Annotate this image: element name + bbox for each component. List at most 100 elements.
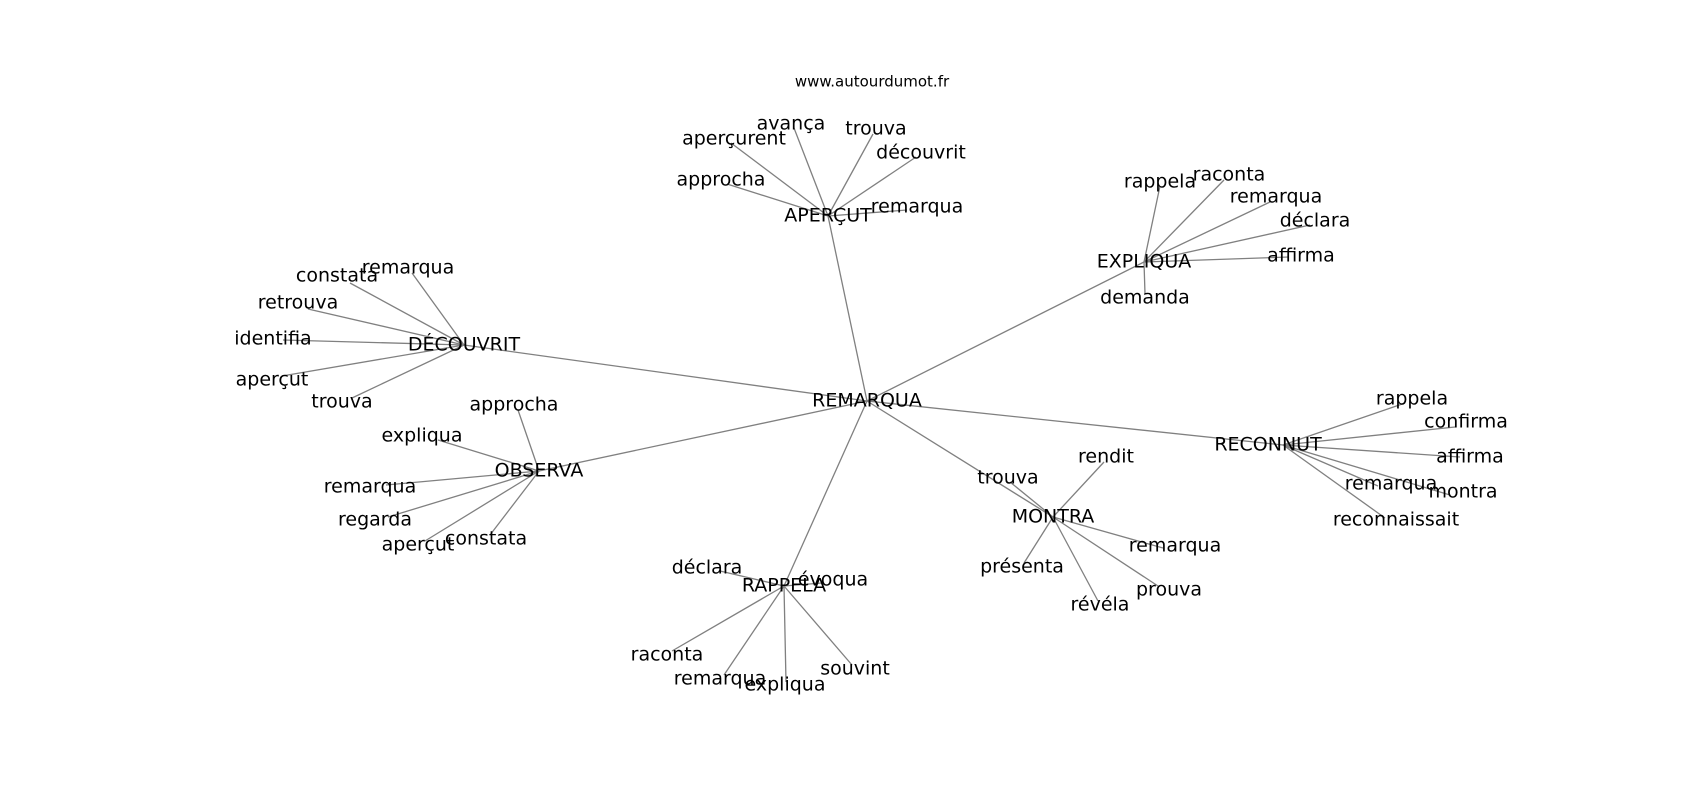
leaf-node: approcha — [470, 394, 559, 416]
leaf-node: constata — [445, 528, 527, 550]
leaf-node: reconnaissait — [1333, 509, 1459, 531]
hub-node-montra: MONTRA — [1012, 506, 1095, 528]
edge-rappela-leaf — [671, 585, 785, 652]
leaf-node: expliqua — [382, 425, 463, 447]
leaf-node: identifia — [234, 328, 311, 350]
edge-decouvrit-leaf — [351, 344, 465, 399]
leaf-node: évoqua — [798, 569, 868, 591]
leaf-node: confirma — [1424, 411, 1508, 433]
edge-apercut-leaf — [827, 156, 917, 217]
edge-center-decouvrit — [463, 344, 868, 402]
edge-observa-leaf — [517, 409, 540, 472]
leaf-node: affirma — [1267, 245, 1335, 267]
edge-decouvrit-leaf — [282, 339, 465, 346]
leaf-node: prouva — [1136, 579, 1202, 601]
edge-observa-leaf — [387, 470, 540, 518]
edge-rappela-leaf — [723, 585, 785, 676]
leaf-node: constata — [296, 265, 378, 287]
source-label: www.autourdumot.fr — [795, 73, 950, 91]
edge-rappela-leaf — [783, 585, 853, 666]
edge-montra-leaf — [1052, 516, 1099, 602]
edge-apercut-leaf — [726, 183, 829, 217]
hub-node-rappela: RAPPELA — [742, 575, 826, 597]
edge-reconnut-leaf — [1282, 444, 1461, 458]
leaf-node: aperçurent — [682, 128, 786, 150]
leaf-node: remarqua — [1129, 535, 1221, 557]
edge-expliqua-leaf — [1143, 179, 1225, 263]
edge-apercut-leaf — [730, 142, 829, 217]
leaf-node: raconta — [631, 644, 704, 666]
leaf-node: remarqua — [871, 196, 963, 218]
leaf-node: affirma — [1436, 446, 1504, 468]
leaf-node: trouva — [845, 118, 906, 140]
labels: www.autourdumot.fr REMARQUA APERÇUT avanç… — [234, 73, 1508, 696]
leaf-node: retrouva — [258, 292, 338, 314]
hub-node-observa: OBSERVA — [495, 460, 584, 482]
edge-expliqua-leaf — [1143, 224, 1311, 263]
leaf-node: expliqua — [745, 674, 826, 696]
edge-montra-leaf — [1023, 516, 1054, 564]
leaf-node: approcha — [677, 169, 766, 191]
hub-node-expliqua: EXPLIQUA — [1097, 251, 1192, 273]
leaf-node: trouva — [311, 391, 372, 413]
leaf-node: déclara — [1280, 210, 1351, 232]
edge-expliqua-leaf — [1143, 261, 1146, 295]
edge-reconnut-leaf — [1282, 402, 1406, 446]
edge-rappela-leaf — [783, 585, 787, 683]
leaf-node: révéla — [1071, 594, 1130, 616]
edge-decouvrit-leaf — [307, 308, 465, 346]
edge-observa-leaf — [437, 439, 540, 472]
edge-rappela-leaf — [783, 582, 823, 587]
leaf-node: avança — [757, 113, 826, 135]
leaf-node: montra — [1428, 481, 1497, 503]
leaf-node: remarqua — [324, 476, 416, 498]
edge-expliqua-leaf — [1143, 185, 1161, 263]
edge-center-montra — [866, 400, 1054, 518]
edge-montra-leaf — [1052, 516, 1159, 587]
edge-reconnut-leaf — [1282, 444, 1451, 496]
edge-expliqua-leaf — [1143, 201, 1271, 263]
edge-rappela-leaf — [719, 570, 785, 587]
leaf-node: aperçut — [236, 369, 309, 391]
leaf-node: remarqua — [362, 257, 454, 279]
leaf-node: aperçut — [382, 534, 455, 556]
edge-center-rappela — [783, 400, 868, 587]
leaf-node: trouva — [977, 467, 1038, 489]
leaf-node: découvrit — [876, 142, 966, 164]
edge-center-reconnut — [866, 400, 1284, 446]
edge-observa-leaf — [489, 470, 540, 536]
edge-montra-leaf — [1009, 481, 1054, 518]
hub-node-reconnut: RECONNUT — [1214, 434, 1322, 456]
leaf-node: rappela — [1376, 388, 1448, 410]
edge-apercut-leaf — [827, 133, 874, 217]
edge-apercut-leaf — [827, 209, 908, 217]
edge-observa-leaf — [385, 470, 540, 486]
edge-center-apercut — [827, 215, 868, 402]
edge-center-observa — [538, 400, 868, 472]
edge-observa-leaf — [424, 470, 540, 542]
leaf-node: rappela — [1124, 171, 1196, 193]
leaf-node: remarqua — [674, 668, 766, 690]
leaf-node: remarqua — [1230, 186, 1322, 208]
edge-montra-leaf — [1052, 516, 1164, 549]
leaf-node: regarda — [338, 509, 412, 531]
edge-apercut-leaf — [793, 127, 829, 217]
leaf-node: demanda — [1100, 287, 1190, 309]
edge-decouvrit-leaf — [411, 272, 465, 346]
leaf-node: rendit — [1078, 446, 1134, 468]
edges — [281, 127, 1461, 683]
hub-node-apercut: APERÇUT — [784, 205, 872, 227]
edge-decouvrit-leaf — [349, 282, 465, 346]
edge-reconnut-leaf — [1282, 426, 1456, 446]
leaf-node: raconta — [1193, 164, 1266, 186]
hub-node-decouvrit: DÉCOUVRIT — [408, 333, 521, 356]
leaf-node: présenta — [980, 556, 1064, 578]
edge-reconnut-leaf — [1282, 444, 1386, 519]
edge-reconnut-leaf — [1282, 444, 1379, 487]
edge-montra-leaf — [1052, 461, 1105, 518]
leaf-node: déclara — [672, 557, 743, 579]
center-node: REMARQUA — [812, 390, 922, 412]
edge-decouvrit-leaf — [281, 344, 465, 377]
edge-expliqua-leaf — [1143, 256, 1290, 263]
